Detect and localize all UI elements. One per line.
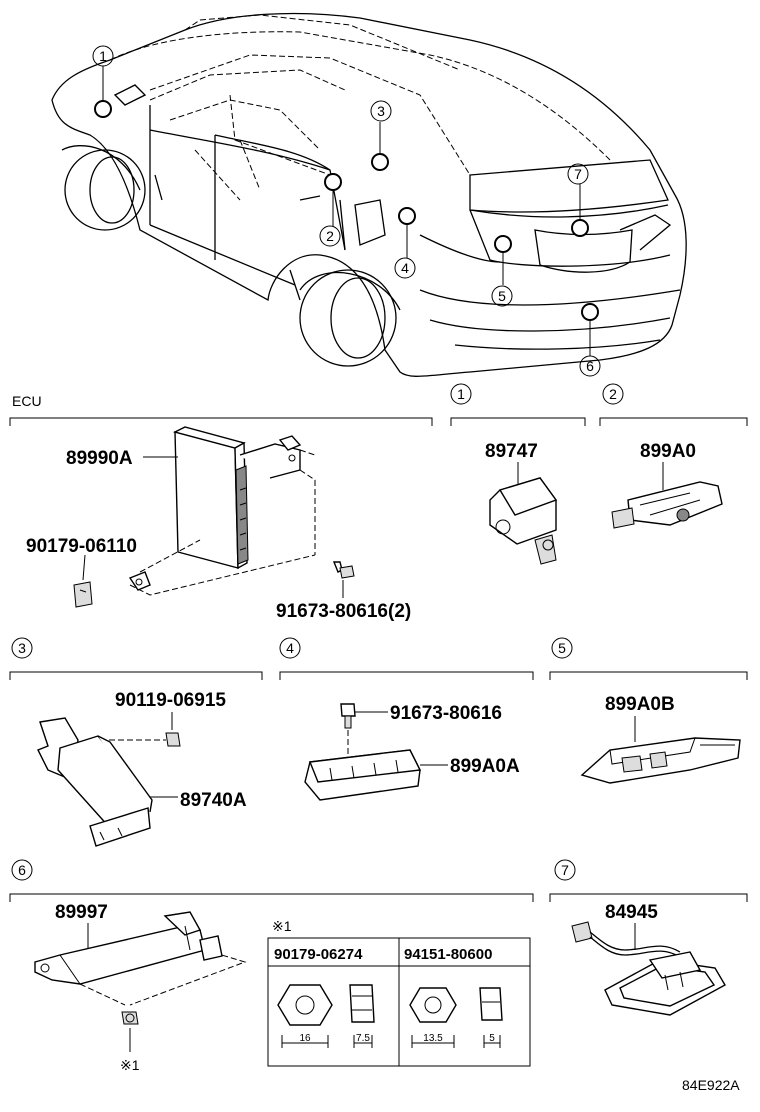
part-89990a: 89990A (66, 448, 133, 469)
part-899a0b: 899A0B (605, 694, 675, 715)
part-84945: 84945 (605, 902, 658, 923)
part-899a0: 899A0 (640, 441, 696, 462)
callout-7: 7 (574, 166, 582, 182)
callout-5: 5 (498, 288, 506, 304)
part-90179-06110: 90179-06110 (26, 536, 137, 557)
callout-4: 4 (401, 260, 409, 276)
section-1-num: 1 (457, 386, 465, 402)
car-callouts: 1 2 3 4 5 6 7 (92, 45, 601, 377)
part-89740a: 89740A (180, 790, 247, 811)
car-markers (94, 100, 599, 321)
part-899a0a: 899A0A (450, 756, 520, 777)
table-col-1-dim-a: 16 (299, 1033, 311, 1044)
section-7-num: 7 (561, 862, 569, 878)
ecu-section-title: ECU (12, 393, 42, 409)
callout-6: 6 (586, 358, 594, 374)
table-col-2-part: 94151-80600 (404, 946, 492, 963)
section-2-num: 2 (609, 386, 617, 402)
part-89747: 89747 (485, 441, 538, 462)
section-4-num: 4 (286, 640, 294, 656)
diagram-code: 84E922A (682, 1077, 740, 1093)
section-1: 1 89747 (450, 383, 586, 565)
section-5-num: 5 (558, 640, 566, 656)
section-6: 6 89997 ※1 ※1 90179-06274 94151-80600 16… (9, 859, 534, 1073)
car-illustration (51, 12, 687, 377)
part-91673-80616: 91673-80616 (390, 703, 502, 724)
note-mark-1: ※1 (120, 1057, 140, 1073)
section-ecu: ECU 90179-06110 91673-80616(2) 89990A (9, 393, 433, 622)
section-3-num: 3 (18, 640, 26, 656)
section-7: 7 84945 (549, 859, 748, 1016)
table-col-1-part: 90179-06274 (274, 946, 363, 963)
part-90119-06915: 90119-06915 (115, 690, 226, 711)
callout-1: 1 (99, 48, 107, 64)
table-col-2-dim-a: 13.5 (423, 1033, 443, 1044)
callout-2: 2 (326, 228, 334, 244)
section-4: 4 91673-80616 899A0A (279, 637, 534, 801)
section-5: 5 899A0B (549, 637, 748, 784)
table-col-1-dim-b: 7.5 (356, 1033, 370, 1044)
section-6-num: 6 (18, 862, 26, 878)
part-89997: 89997 (55, 902, 108, 923)
part-91673-80616-2: 91673-80616(2) (276, 601, 411, 622)
section-2: 2 899A0 (599, 383, 748, 529)
table-col-2-dim-b: 5 (489, 1033, 495, 1044)
table-header-mark: ※1 (272, 918, 292, 934)
callout-3: 3 (377, 103, 385, 119)
section-3: 3 90119-06915 89740A (9, 637, 263, 847)
